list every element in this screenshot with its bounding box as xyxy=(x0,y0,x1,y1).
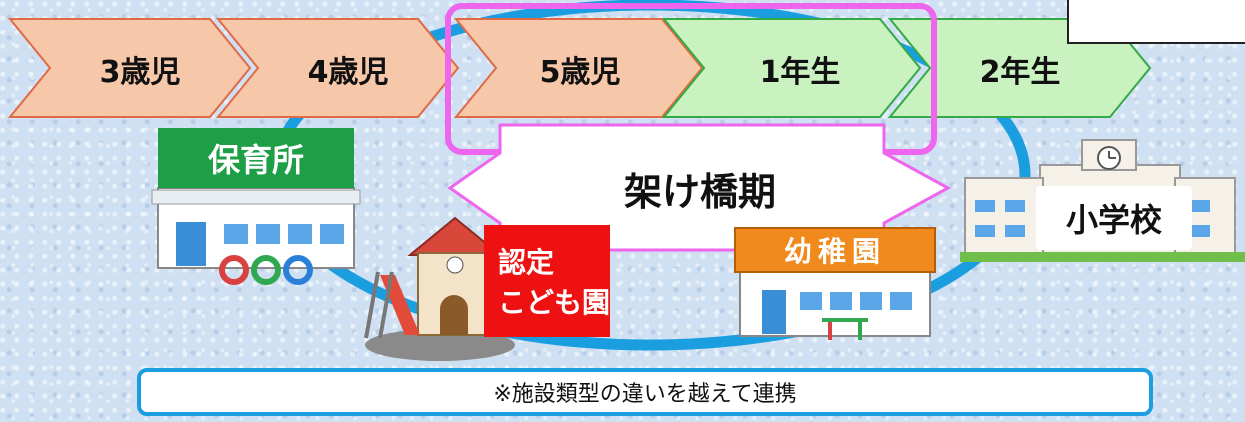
stage-label-grade1: 1年生 xyxy=(759,55,841,90)
school-label: 小学校 xyxy=(1036,186,1192,250)
kindergarten-building xyxy=(734,227,936,340)
note-box: ※施設類型の違いを越えて連携 xyxy=(137,368,1153,416)
note-text: ※施設類型の違いを越えて連携 xyxy=(493,382,797,407)
kodomoen-label: 認定 こども園 xyxy=(484,225,610,337)
nursery-building xyxy=(151,187,361,285)
corner-box: ····· xyxy=(1067,0,1245,44)
kindergarten-sign: 幼稚園 xyxy=(783,235,886,268)
corner-box-text: ····· xyxy=(1210,0,1231,5)
stage-label-grade2: 2年生 xyxy=(979,55,1061,90)
bridge-period-label: 架け橋期 xyxy=(623,169,776,214)
kodomoen-label-line1: 認定 xyxy=(498,246,555,279)
stage-label-5: 5歳児 xyxy=(539,55,621,90)
stage-arrow-4 xyxy=(215,18,460,118)
stage-arrow-3 xyxy=(7,18,252,118)
stage-arrow-grade1 xyxy=(661,18,922,118)
stage-arrow-5 xyxy=(453,18,704,118)
stage-label-3: 3歳児 xyxy=(99,55,181,90)
nursery-label: 保育所 xyxy=(158,128,354,188)
stage-label-4: 4歳児 xyxy=(307,55,389,90)
kodomoen-label-line2: こども園 xyxy=(498,286,611,319)
